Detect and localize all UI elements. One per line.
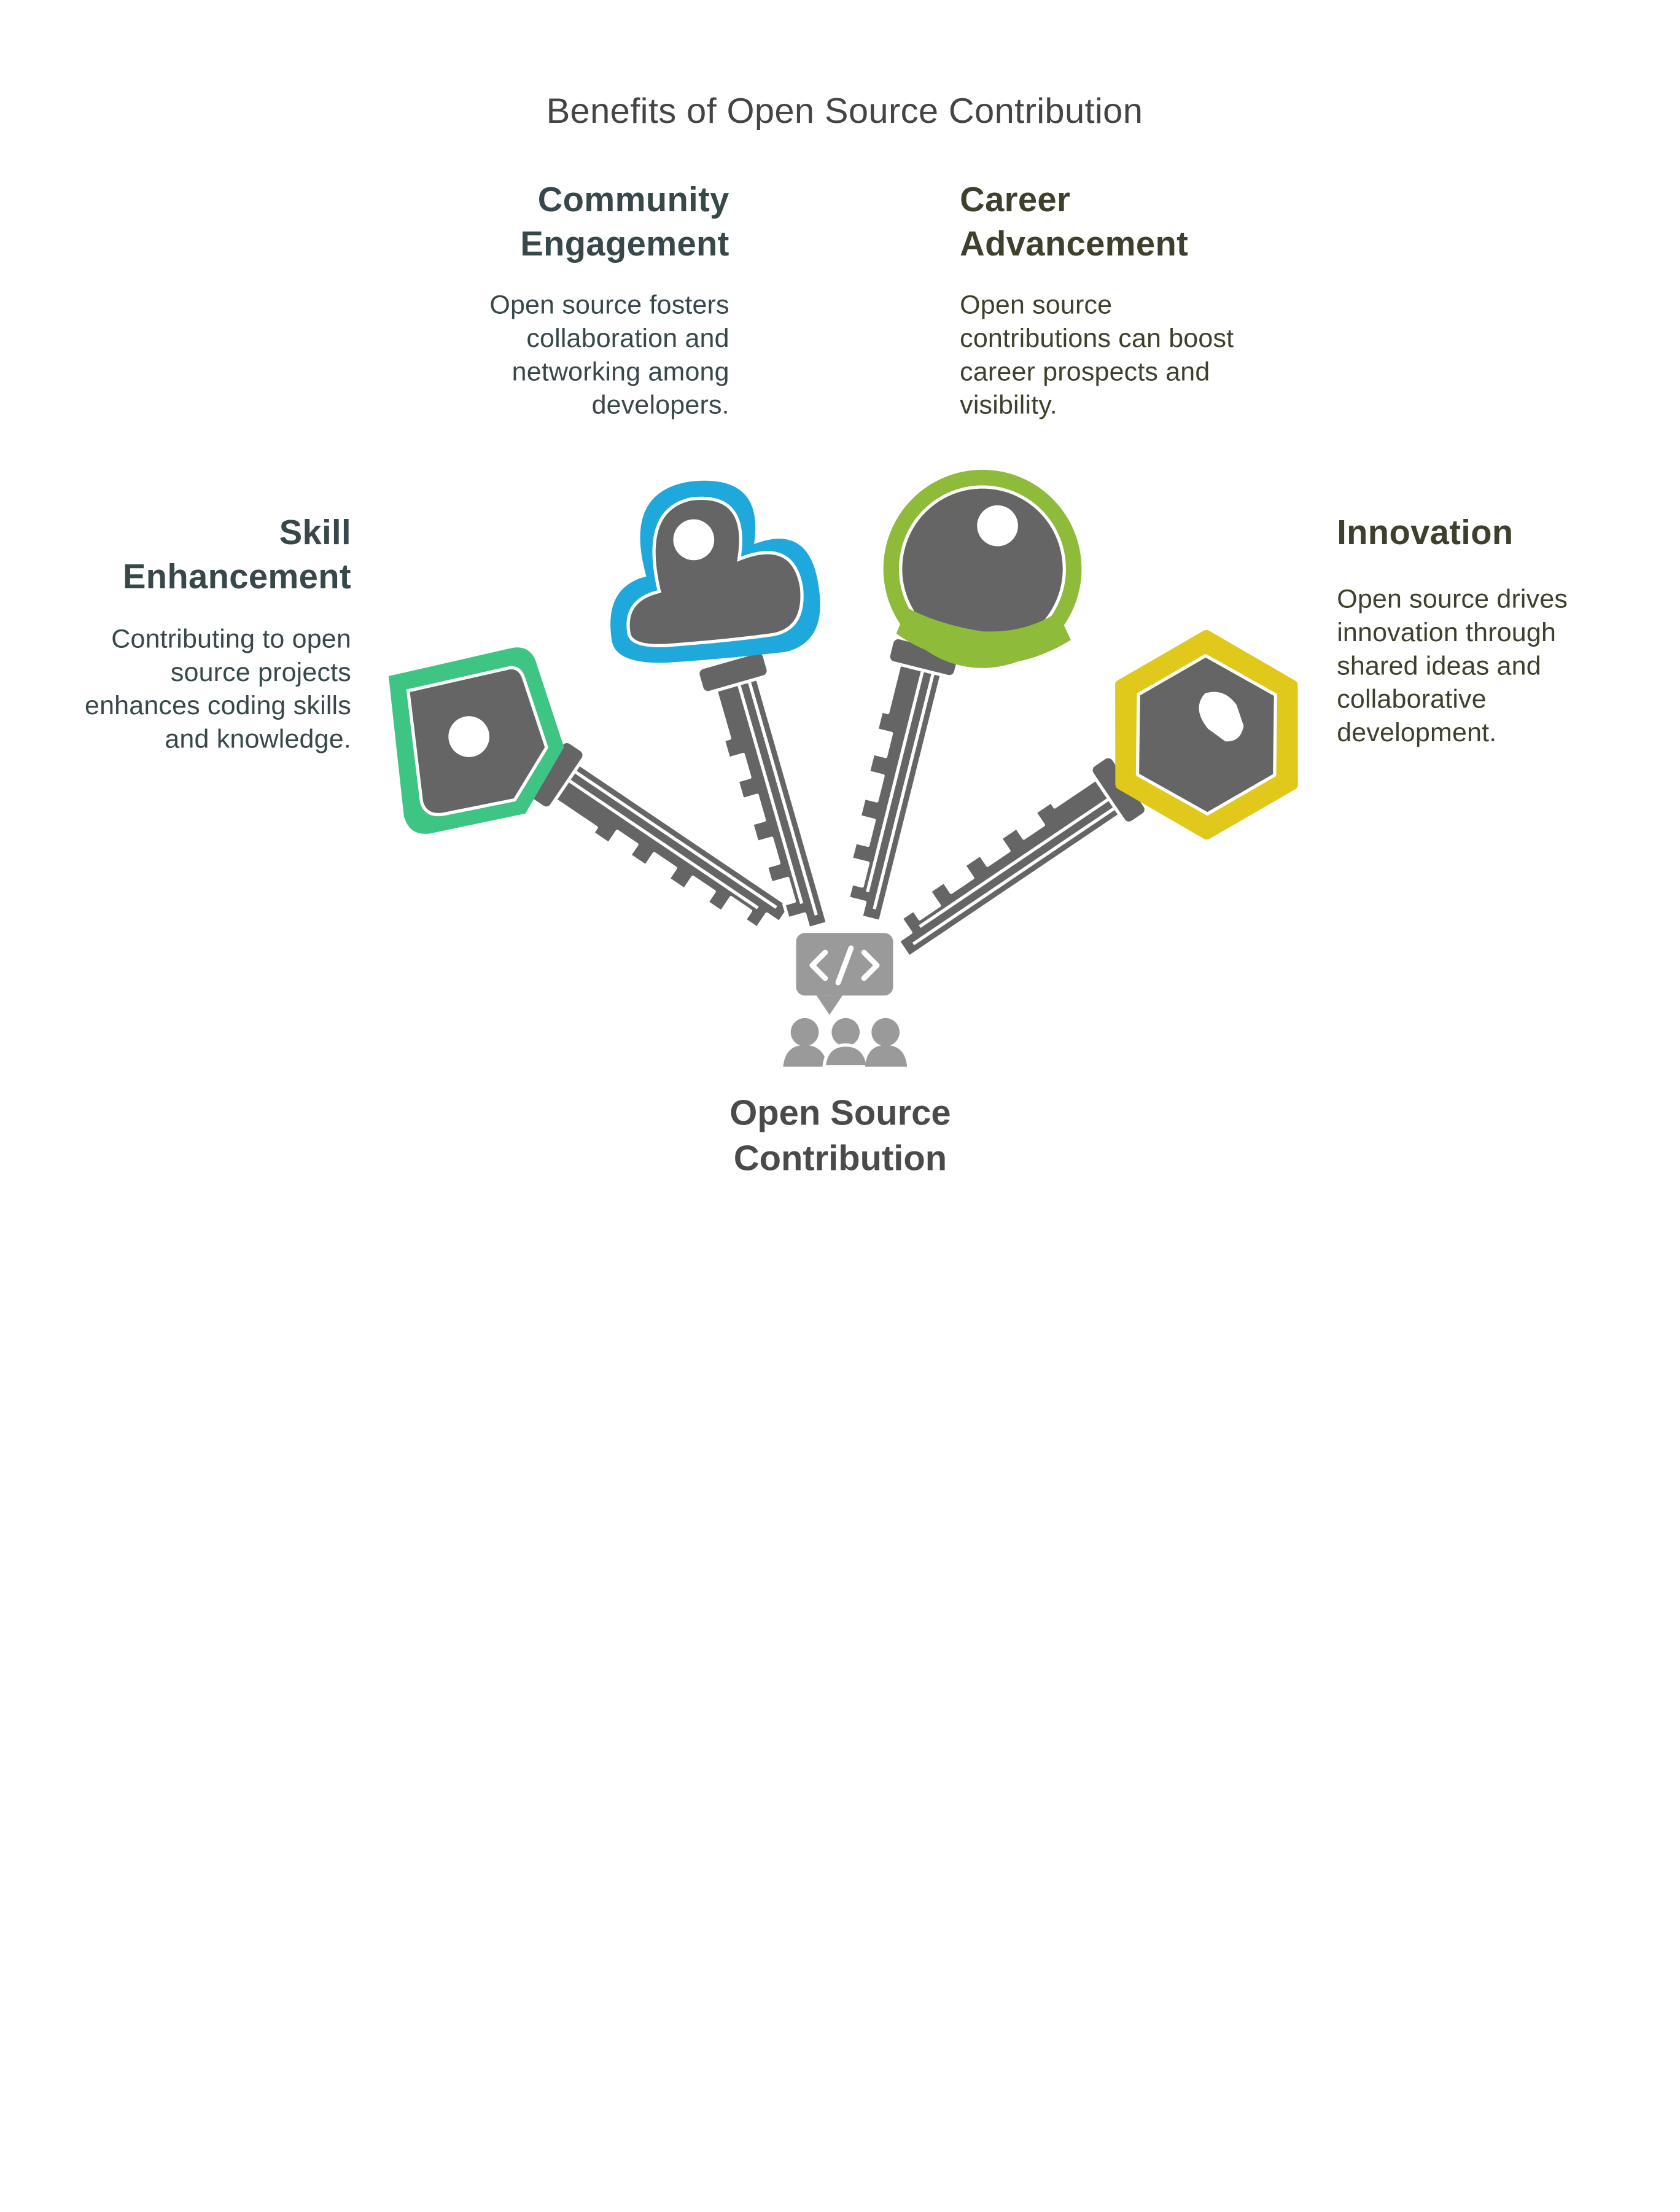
keys-illustration	[388, 469, 1298, 1069]
benefit-heading-line2: Advancement	[960, 224, 1189, 263]
benefit-heading: Career Advancement	[960, 177, 1304, 266]
hexagon-key-icon	[878, 629, 1298, 968]
center-label-line2: Contribution	[733, 1137, 947, 1178]
benefit-desc-line: innovation through	[1337, 618, 1557, 648]
benefit-desc-line: networking among	[511, 357, 729, 387]
benefit-heading-line1: Career	[960, 179, 1071, 219]
benefit-desc-line: Open source drives	[1337, 585, 1568, 615]
benefit-heading-line1: Skill	[279, 513, 351, 552]
benefit-desc-line: development.	[1337, 719, 1497, 748]
diagram-title: Benefits of Open Source Contribution	[546, 90, 1143, 131]
benefit-desc-line: source projects	[170, 658, 351, 688]
benefit-desc-line: visibility.	[960, 391, 1057, 421]
cloud-key-icon	[610, 480, 840, 939]
benefit-description: Open source contributions can boost care…	[960, 289, 1304, 423]
benefit-heading-line2: Enhancement	[122, 557, 351, 596]
benefit-desc-line: and knowledge.	[165, 725, 351, 755]
benefit-heading: Innovation	[1337, 511, 1660, 555]
benefit-description: Contributing to open source projects enh…	[21, 623, 351, 757]
benefit-heading-line1: Community	[537, 179, 729, 219]
benefit-heading-line2: Engagement	[520, 224, 729, 263]
square-key-icon	[388, 647, 797, 952]
round-key-icon	[826, 469, 1082, 925]
benefit-desc-line: developers.	[591, 391, 729, 421]
benefit-desc-line: shared ideas and	[1337, 652, 1541, 681]
center-label-line1: Open Source	[729, 1092, 951, 1132]
benefit-desc-line: collaboration and	[526, 324, 729, 354]
benefit-heading: Skill Enhancement	[43, 511, 351, 599]
benefit-desc-line: enhances coding skills	[84, 691, 351, 721]
benefit-description: Open source fosters collaboration and ne…	[410, 289, 729, 423]
benefit-desc-line: Open source fosters	[489, 290, 729, 321]
benefit-desc-line: Contributing to open	[111, 625, 351, 654]
benefit-heading: Community Engagement	[410, 177, 729, 266]
benefit-description: Open source drives innovation through sh…	[1337, 583, 1660, 750]
center-label: Open Source Contribution	[625, 1090, 1056, 1180]
benefit-heading-line1: Innovation	[1337, 513, 1514, 552]
benefit-desc-line: contributions can boost	[960, 324, 1234, 354]
code-community-icon	[783, 933, 908, 1069]
benefit-desc-line: collaborative	[1337, 685, 1487, 715]
benefit-desc-line: Open source	[960, 290, 1113, 321]
benefit-desc-line: career prospects and	[960, 357, 1210, 387]
